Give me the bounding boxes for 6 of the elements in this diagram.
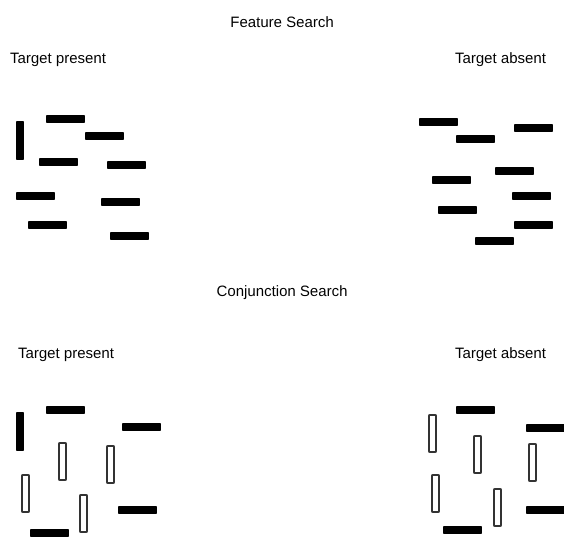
condition-label: Target absent	[455, 345, 546, 363]
section-heading: Conjunction Search	[216, 283, 348, 301]
condition-label: Target absent	[455, 50, 546, 68]
condition-label: Target present	[10, 50, 106, 68]
section-heading: Feature Search	[230, 14, 334, 32]
condition-label: Target present	[18, 345, 114, 363]
